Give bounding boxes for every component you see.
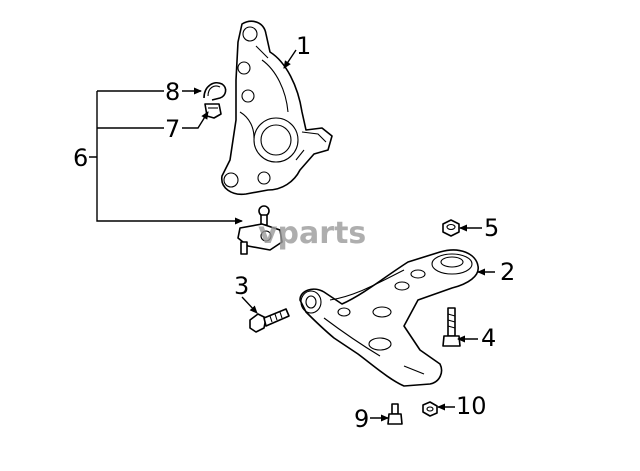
leader-lines [89, 49, 495, 422]
callout-2: 2 [500, 258, 515, 286]
callout-7: 7 [165, 115, 180, 143]
callout-1: 1 [296, 32, 311, 60]
steering-knuckle [221, 20, 333, 196]
bolt-4 [442, 307, 461, 347]
watermark: vparts [258, 216, 366, 251]
cotter-pin [203, 82, 227, 101]
callout-5: 5 [484, 214, 499, 242]
lower-control-arm [299, 249, 479, 387]
nut-5 [442, 219, 460, 237]
nut-10 [422, 401, 438, 417]
callout-3: 3 [234, 272, 249, 300]
callout-labels: 1 2 3 4 5 6 7 8 9 10 [73, 32, 515, 433]
bolt-3 [249, 308, 290, 333]
callout-8: 8 [165, 78, 180, 106]
callout-10: 10 [456, 392, 487, 420]
callout-9: 9 [354, 405, 369, 433]
callout-6: 6 [73, 144, 88, 172]
ball-joint [237, 205, 283, 255]
castle-nut [204, 103, 222, 119]
bolt-9 [387, 403, 403, 425]
callout-4: 4 [481, 324, 496, 352]
